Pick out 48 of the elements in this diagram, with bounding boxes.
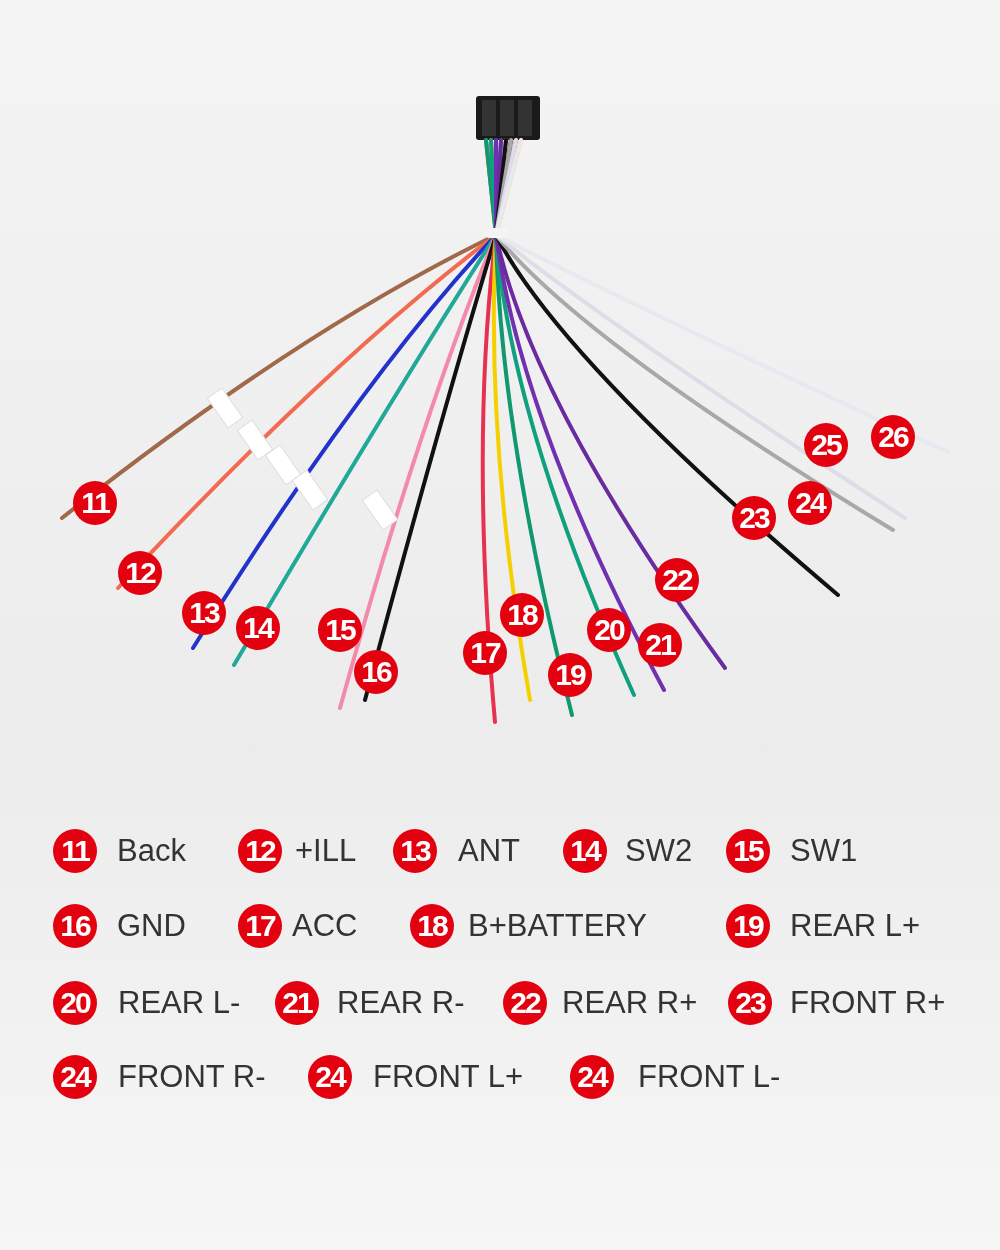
callout-number: 15 xyxy=(318,608,362,652)
callout-number: 19 xyxy=(726,904,770,948)
callout-number: 12 xyxy=(118,551,162,595)
callout-number: 23 xyxy=(732,496,776,540)
callout-number: 15 xyxy=(726,829,770,873)
wire-function-label: Back xyxy=(117,832,186,870)
wire-function-label: SW2 xyxy=(625,832,693,870)
wire-function-label: FRONT L+ xyxy=(373,1058,524,1096)
callout-number: 20 xyxy=(53,981,97,1025)
callout-number: 17 xyxy=(463,631,507,675)
callout-number: 16 xyxy=(354,650,398,694)
callout-number: 24 xyxy=(788,481,832,525)
wire-function-label: ANT xyxy=(458,832,520,870)
wire-function-label: ACC xyxy=(292,907,358,945)
callout-number: 14 xyxy=(236,606,280,650)
wire-function-label: REAR R- xyxy=(337,984,465,1022)
callout-number: 11 xyxy=(73,481,117,525)
callout-number: 18 xyxy=(500,593,544,637)
callout-number: 13 xyxy=(182,591,226,635)
wire-function-label: GND xyxy=(117,907,186,945)
callout-number: 14 xyxy=(563,829,607,873)
callout-number: 11 xyxy=(53,829,97,873)
callout-number: 22 xyxy=(655,558,699,602)
wire-function-label: REAR L- xyxy=(118,984,241,1022)
callout-number: 21 xyxy=(638,623,682,667)
callout-number: 12 xyxy=(238,829,282,873)
callout-number: 21 xyxy=(275,981,319,1025)
wire-function-label: FRONT R- xyxy=(118,1058,266,1096)
callout-number: 19 xyxy=(548,653,592,697)
callout-number: 26 xyxy=(871,415,915,459)
callout-number: 25 xyxy=(804,423,848,467)
wire-function-label: FRONT R+ xyxy=(790,984,946,1022)
wire-function-label: +ILL xyxy=(295,832,357,870)
callout-number: 20 xyxy=(587,608,631,652)
callout-number: 13 xyxy=(393,829,437,873)
wire-function-label: B+BATTERY xyxy=(468,907,647,945)
wire-function-label: REAR R+ xyxy=(562,984,698,1022)
wire-function-label: FRONT L- xyxy=(638,1058,781,1096)
callout-number: 23 xyxy=(728,981,772,1025)
wire-function-label: REAR L+ xyxy=(790,907,921,945)
wire-function-label: SW1 xyxy=(790,832,858,870)
callout-number: 16 xyxy=(53,904,97,948)
callout-number: 24 xyxy=(53,1055,97,1099)
callout-number: 24 xyxy=(570,1055,614,1099)
callout-number: 18 xyxy=(410,904,454,948)
callout-number: 17 xyxy=(238,904,282,948)
callout-number: 22 xyxy=(503,981,547,1025)
callout-number: 24 xyxy=(308,1055,352,1099)
